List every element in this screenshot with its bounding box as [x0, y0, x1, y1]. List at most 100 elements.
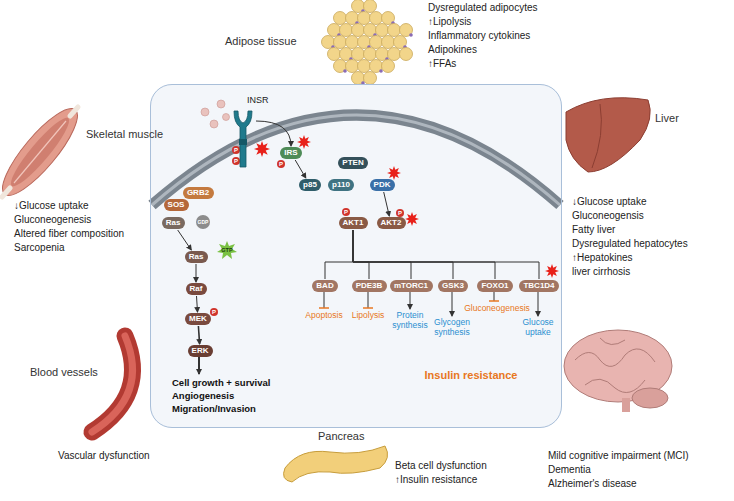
result-title: Insulin resistance	[425, 369, 518, 381]
protein-pill: PDE3B	[352, 280, 387, 292]
protein-name: AKT1	[343, 217, 364, 229]
protein-name: SOS	[168, 199, 185, 211]
brain-picture	[564, 330, 672, 412]
text-label: Skeletal muscle	[86, 128, 163, 141]
connector	[384, 192, 390, 216]
text-label: Adipose tissue	[225, 35, 297, 48]
protein-pill: AKT2	[377, 217, 406, 229]
protein-pill: p110	[328, 179, 354, 191]
outcome-lines	[199, 292, 538, 374]
phospho-mark: P	[234, 146, 238, 154]
text-label: GDP	[198, 219, 209, 226]
phospho-mark: P	[234, 157, 238, 165]
protein-name: PDK	[374, 179, 391, 191]
connector	[353, 230, 411, 279]
cell-fill	[150, 84, 562, 428]
phospho-mark: P	[344, 208, 348, 216]
text-label: Adipokines	[428, 44, 477, 56]
outcome-label: Glucose uptake	[517, 318, 559, 338]
protein-name: Ras	[166, 217, 181, 229]
protein-pill: PDK	[370, 179, 395, 191]
phospho-mark: P	[212, 308, 216, 316]
text-label: Beta cell dysfunction	[395, 460, 487, 472]
protein-pill: AKT1	[339, 217, 368, 229]
protein-name: AKT2	[381, 217, 402, 229]
text-label: Inflammatory cytokines	[428, 30, 530, 42]
text-label: ↑Lipolysis	[428, 16, 471, 28]
protein-pill: p85	[299, 179, 321, 191]
connector	[353, 230, 495, 279]
protein-pill: TBC1D4	[519, 280, 559, 292]
text-label: GTP	[221, 247, 232, 254]
protein-name: GSK3	[442, 280, 464, 292]
text-label: Mild cognitive impairment (MCI)	[548, 450, 689, 462]
protein-name: p110	[332, 179, 350, 191]
muscle-picture	[0, 100, 88, 205]
protein-pill: GSK3	[438, 280, 468, 292]
text-label: liver cirrhosis	[572, 266, 630, 278]
protein-name: mTORC1	[394, 280, 428, 292]
text-label: Alzheimer's disease	[548, 478, 637, 490]
outcome-label: Glycogen synthesis	[429, 318, 475, 338]
text-label: ↓Glucose uptake	[14, 200, 89, 212]
protein-name: ERK	[192, 345, 209, 357]
text-label: Gluconeogensis	[572, 210, 644, 222]
text-label: ↑Hepatokines	[572, 252, 633, 264]
protein-pill: GRB2	[183, 187, 214, 199]
protein-pill: SOS	[164, 199, 189, 211]
protein-name: FOXO1	[481, 280, 508, 292]
liver-picture	[566, 98, 650, 172]
protein-name: GRB2	[187, 187, 209, 199]
text-label: ↓Glucose uptake	[572, 196, 647, 208]
text-label: Pancreas	[318, 430, 364, 443]
outcome-label: Gluconeogenesis	[464, 304, 530, 314]
pancreas-picture	[284, 446, 388, 482]
connector	[198, 326, 199, 344]
text-label: Altered fiber composition	[14, 228, 124, 240]
protein-name: Ras	[189, 251, 204, 263]
connector	[353, 230, 539, 279]
connector	[353, 230, 453, 279]
protein-name: IRS	[284, 147, 297, 159]
protein-pill: PTEN	[338, 157, 368, 169]
text-label: Vascular dysfunction	[58, 450, 150, 462]
connector	[325, 230, 353, 279]
text-label: Dysregulated adipocytes	[428, 2, 538, 14]
connector	[353, 230, 369, 279]
protein-pill: IRS	[280, 147, 302, 159]
protein-name: PDE3B	[356, 280, 383, 292]
outcome-label: Protein synthesis	[389, 311, 431, 331]
text-label: Migration/Invasion	[172, 404, 256, 415]
protein-name: TBC1D4	[523, 280, 554, 292]
protein-pill: BAD	[312, 280, 338, 292]
outcome-label: Lipolysis	[352, 311, 385, 321]
connector	[178, 230, 192, 250]
text-label: Gluconeogenesis	[14, 214, 91, 226]
text-label: Fatty liver	[572, 224, 615, 236]
protein-pill: Raf	[186, 283, 207, 295]
membrane-line	[152, 115, 560, 205]
vessel-picture	[92, 336, 133, 432]
protein-pill: ERK	[188, 345, 213, 357]
insulin-dots	[201, 100, 230, 128]
text-label: Sarcopenia	[14, 242, 65, 254]
protein-name: Raf	[190, 283, 203, 295]
connector	[196, 264, 197, 282]
text-label: Liver	[655, 112, 679, 125]
small-markers	[196, 146, 404, 316]
text-label: Angiogenesis	[172, 391, 234, 402]
protein-name: PTEN	[342, 157, 363, 169]
protein-pill: FOXO1	[477, 280, 513, 292]
connector	[295, 160, 306, 178]
text-label: ↑FFAs	[428, 58, 456, 70]
phospho-mark: P	[279, 160, 283, 168]
protein-name: p85	[303, 179, 317, 191]
text-label: ↑Insulin resistance	[395, 474, 477, 486]
text-label: Dementia	[548, 464, 591, 476]
protein-pill: MEK	[185, 313, 211, 325]
protein-name: MEK	[189, 313, 207, 325]
protein-pill: Ras	[162, 217, 185, 229]
receptor-name: INSR	[247, 95, 269, 105]
